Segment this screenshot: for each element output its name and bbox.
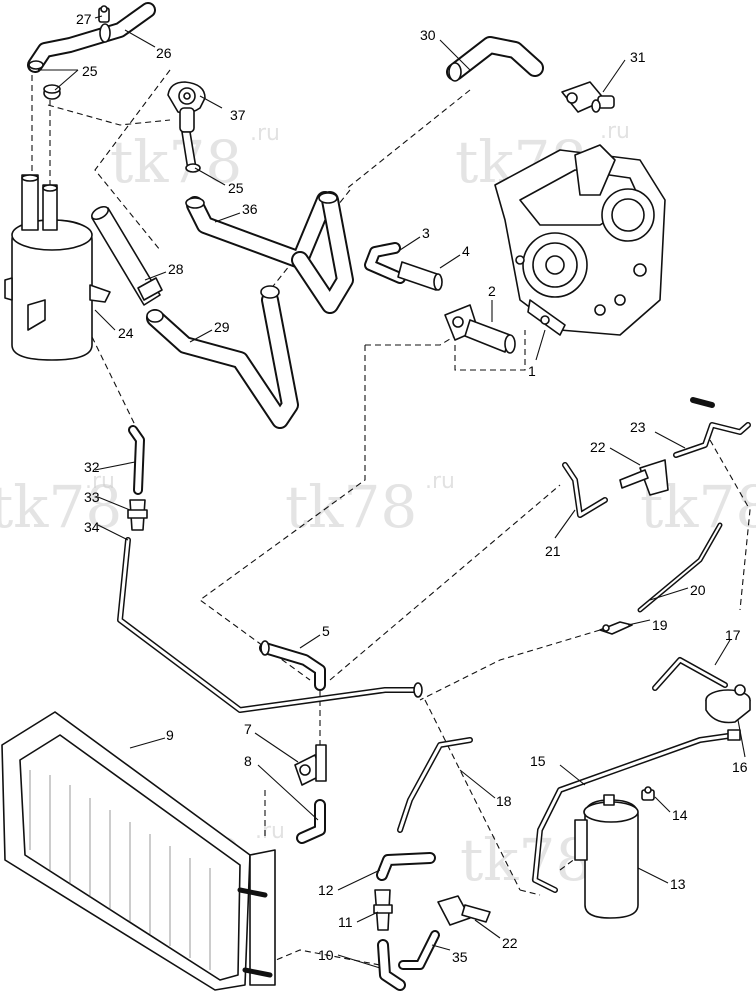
callout-34: 34 — [84, 519, 100, 535]
fitting-19 — [599, 621, 633, 635]
valve-7 — [294, 744, 327, 786]
callout-33: 33 — [84, 489, 100, 505]
svg-text:tk78: tk78 — [0, 473, 122, 541]
callout-4: 4 — [462, 243, 470, 259]
callout-11: 11 — [338, 914, 353, 930]
switch-22-top — [619, 459, 669, 496]
tube-15 — [532, 729, 741, 893]
hose-29 — [146, 285, 299, 429]
hose-32 — [128, 425, 145, 495]
valve-37 — [167, 81, 206, 173]
callout-9: 9 — [166, 727, 174, 743]
svg-text:tk78: tk78 — [110, 128, 242, 196]
hose-5 — [259, 640, 326, 691]
hose-12 — [376, 852, 436, 881]
svg-text:.ru: .ru — [425, 469, 455, 494]
callout-35: 35 — [452, 949, 468, 965]
svg-text:.ru: .ru — [600, 119, 630, 144]
watermark-top-left: tk78 .ru — [110, 121, 280, 196]
fitting-33 — [127, 499, 148, 531]
condenser-fins — [29, 770, 211, 970]
compressor-1 — [494, 144, 666, 336]
callout-3: 3 — [422, 225, 430, 241]
callout-21: 21 — [545, 543, 561, 559]
svg-text:.ru: .ru — [255, 819, 285, 844]
callout-25-mid: 25 — [228, 180, 244, 196]
clamp-25-top — [43, 84, 61, 100]
callout-29: 29 — [214, 319, 230, 335]
callout-5: 5 — [322, 623, 330, 639]
callout-7: 7 — [244, 721, 252, 737]
hose-26 — [27, 2, 156, 73]
callout-16: 16 — [732, 759, 748, 775]
clamp-27 — [98, 5, 110, 23]
callout-15: 15 — [530, 753, 546, 769]
callout-32: 32 — [84, 459, 100, 475]
hose-10 — [377, 939, 406, 991]
callout-22-top: 22 — [590, 439, 606, 455]
callout-10: 10 — [318, 947, 334, 963]
callout-2: 2 — [488, 283, 496, 299]
receiver-13 — [574, 794, 639, 919]
tube-28 — [91, 205, 163, 306]
switch-22-bottom — [437, 895, 491, 926]
switch-31 — [561, 81, 615, 113]
callout-14: 14 — [672, 807, 688, 823]
hose-36 — [185, 191, 354, 314]
callout-27: 27 — [76, 11, 92, 27]
svg-text:.ru: .ru — [250, 121, 280, 146]
hose-8 — [296, 799, 326, 844]
tube-18 — [397, 737, 473, 833]
callout-1: 1 — [528, 363, 536, 379]
tube-34 — [117, 537, 423, 713]
svg-text:.ru: .ru — [85, 469, 115, 494]
tube-21 — [562, 462, 608, 518]
switch-16 — [705, 684, 751, 724]
hose-35 — [398, 930, 440, 970]
hose-3 — [364, 242, 406, 284]
callout-8: 8 — [244, 753, 252, 769]
receiver-drier-24 — [4, 174, 111, 361]
fitting-4 — [397, 261, 443, 291]
watermark-mid-center: tk78 .ru — [285, 469, 455, 541]
callout-22-bottom: 22 — [502, 935, 518, 951]
watermark-mid-left: tk78 .ru — [0, 469, 122, 541]
callout-31: 31 — [630, 49, 646, 65]
svg-text:tk78: tk78 — [285, 473, 417, 541]
svg-text:tk78: tk78 — [460, 826, 592, 894]
fitting-11 — [373, 889, 393, 931]
callout-17: 17 — [725, 627, 741, 643]
callout-18: 18 — [496, 793, 512, 809]
tube-17 — [652, 657, 728, 691]
condenser-9 — [1, 711, 276, 991]
callout-19: 19 — [652, 617, 668, 633]
callout-30: 30 — [420, 27, 436, 43]
callout-37: 37 — [230, 107, 246, 123]
callout-12: 12 — [318, 882, 334, 898]
callout-36: 36 — [242, 201, 258, 217]
valve-2 — [444, 304, 516, 354]
callout-24: 24 — [118, 325, 134, 341]
callout-25-top: 25 — [82, 63, 98, 79]
callout-13: 13 — [670, 876, 686, 892]
tube-20 — [637, 522, 723, 613]
callout-26: 26 — [156, 45, 172, 61]
callout-23: 23 — [630, 419, 646, 435]
leader-lines — [38, 15, 746, 969]
hose-30 — [446, 36, 544, 82]
callout-28: 28 — [168, 261, 184, 277]
fitting-14 — [641, 786, 655, 801]
tube-23 — [673, 397, 751, 458]
callout-numbers: 1 2 3 4 5 7 8 9 10 11 12 13 14 15 16 17 … — [76, 11, 748, 965]
callout-20: 20 — [690, 582, 706, 598]
